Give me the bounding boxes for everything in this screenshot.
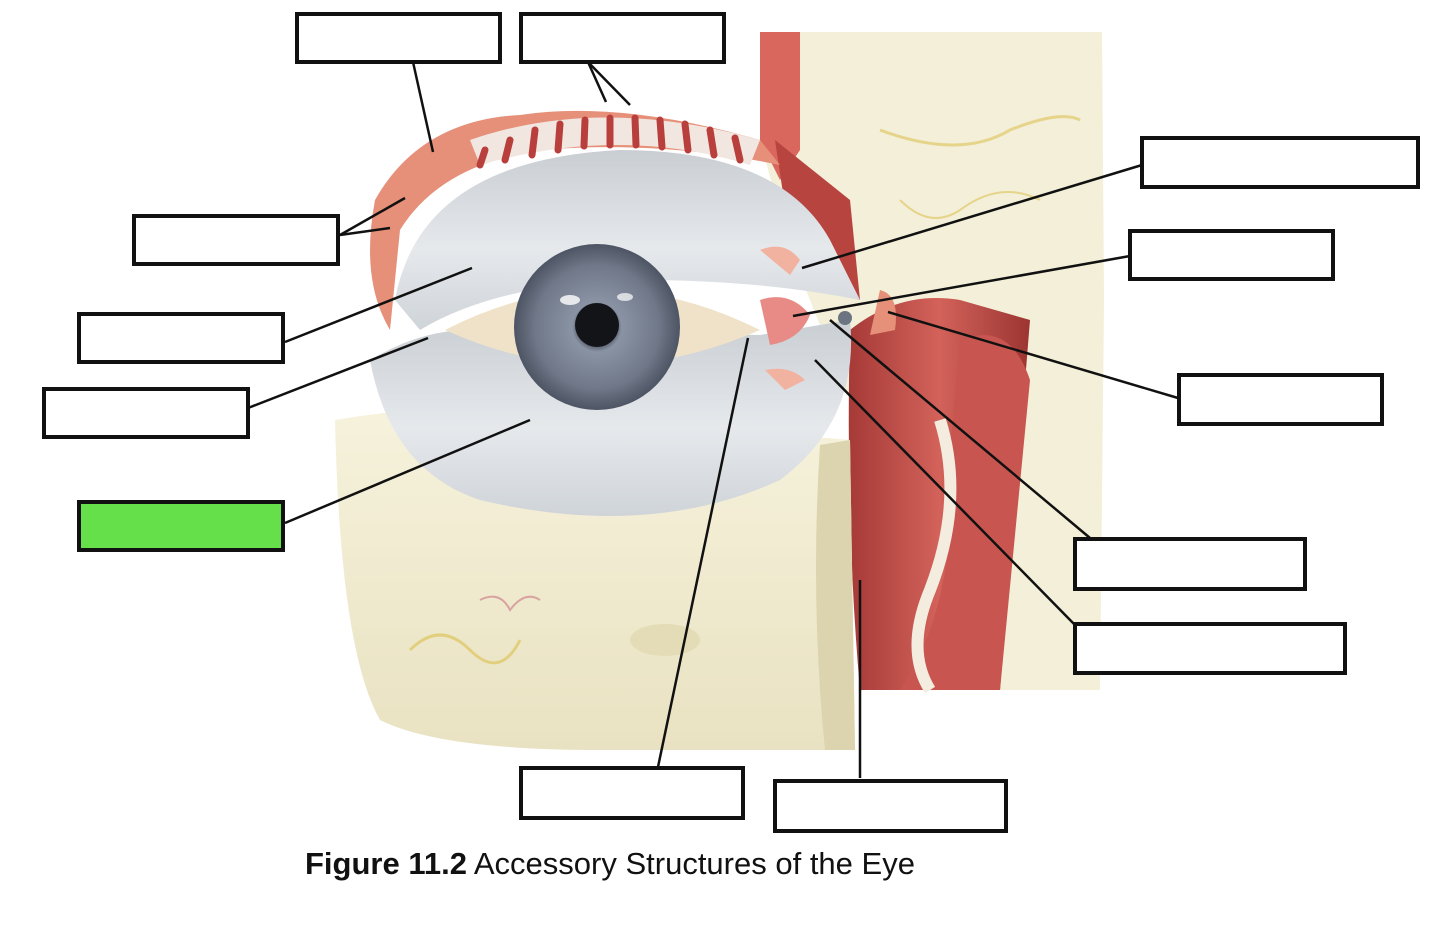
- label-box-top-left[interactable]: [295, 12, 502, 64]
- figure-caption: Figure 11.2 Accessory Structures of the …: [305, 846, 915, 882]
- label-box-right-4[interactable]: [1073, 537, 1307, 591]
- eyeball: [514, 244, 680, 410]
- label-box-left-highlighted[interactable]: [77, 500, 285, 552]
- label-box-right-3[interactable]: [1177, 373, 1384, 426]
- label-box-right-top[interactable]: [1140, 136, 1420, 189]
- label-box-left-1[interactable]: [132, 214, 340, 266]
- label-box-right-2[interactable]: [1128, 229, 1335, 281]
- nasal-block: [760, 32, 1104, 694]
- label-box-bottom-2[interactable]: [773, 779, 1008, 833]
- lacrimal-structures: [760, 246, 896, 390]
- caption-number: Figure 11.2: [305, 846, 467, 881]
- leader-lines: [247, 61, 1179, 778]
- label-box-left-3[interactable]: [42, 387, 250, 439]
- label-box-bottom-1[interactable]: [519, 766, 745, 820]
- label-box-top-center[interactable]: [519, 12, 726, 64]
- label-box-right-5[interactable]: [1073, 622, 1347, 675]
- caption-text: Accessory Structures of the Eye: [473, 846, 915, 881]
- label-box-left-2[interactable]: [77, 312, 285, 364]
- eyebrow-tissue: [370, 110, 780, 330]
